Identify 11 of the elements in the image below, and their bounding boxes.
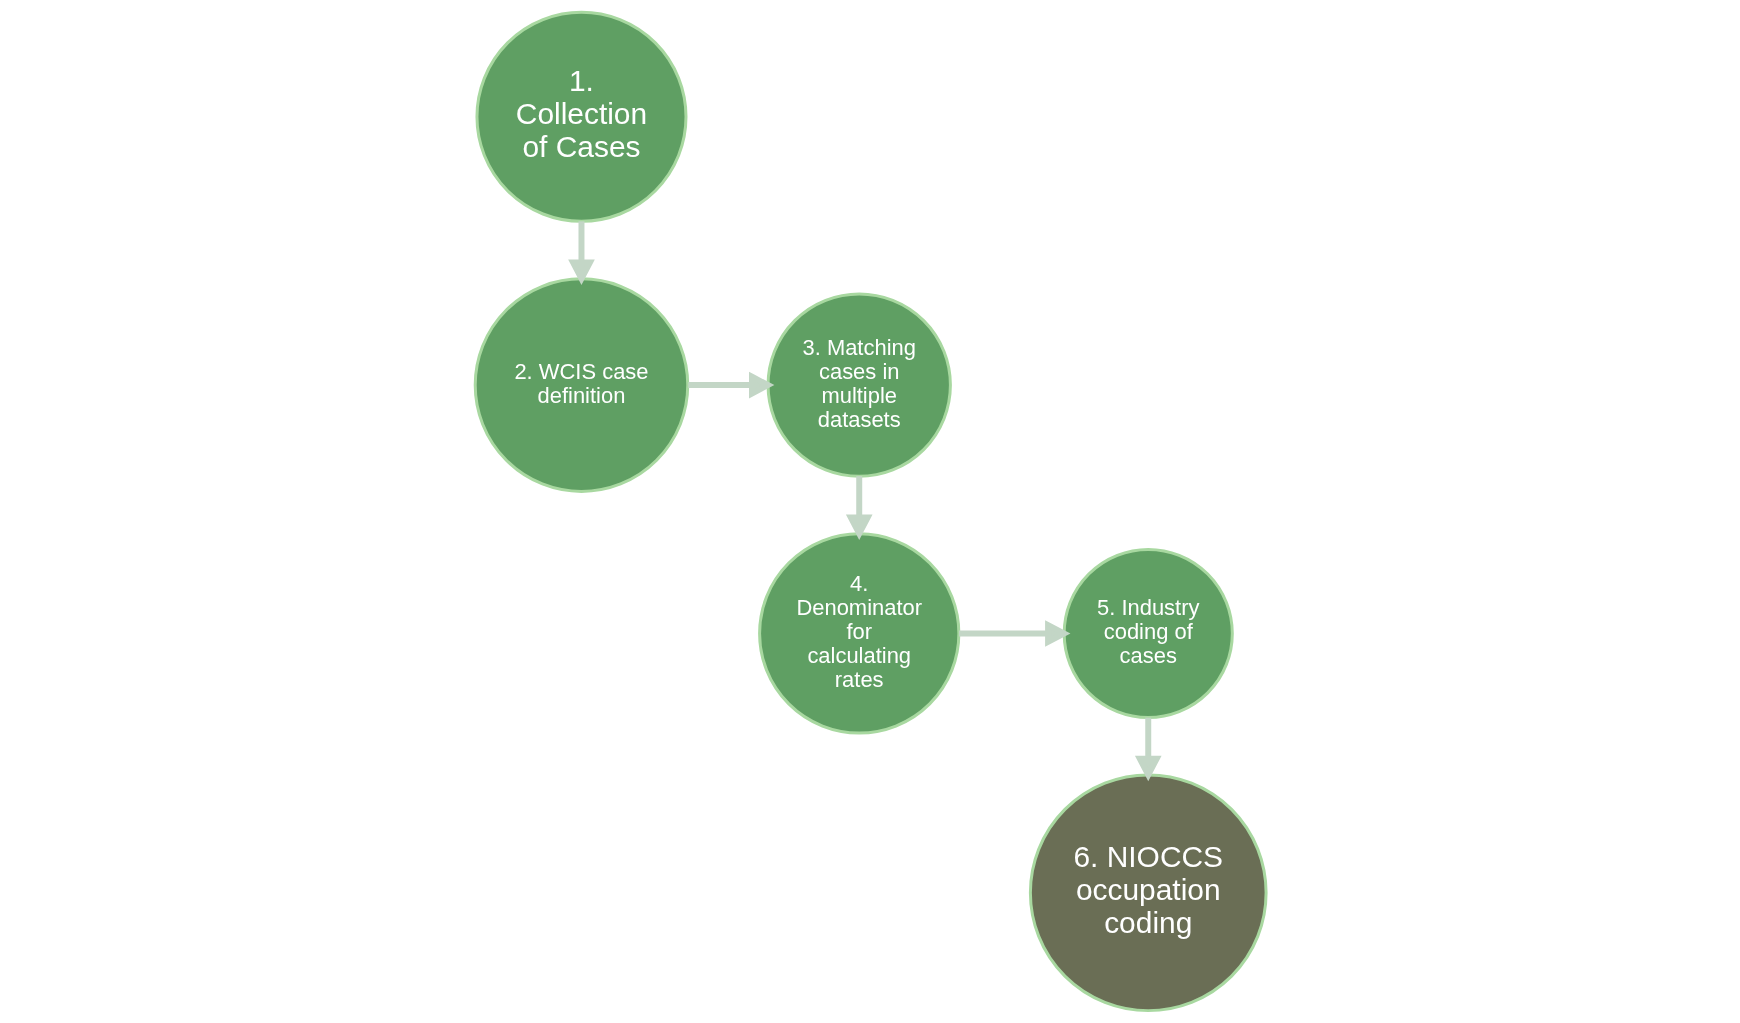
node-circle: 6. NIOCCS occupation coding [1028,773,1268,1013]
node-circle: 5. Industry coding of cases [1062,547,1234,719]
node-circle: 4. Denominator for calculating rates [757,532,960,735]
arrow [1134,717,1162,782]
node-circle: 2. WCIS case definition [473,277,689,493]
arrow [845,476,873,540]
arrow [687,371,774,399]
node-circle: 3. Matching cases in multiple datasets [766,292,952,478]
arrow [958,620,1070,647]
arrow [567,221,595,285]
node-circle: 1. Collection of Cases [474,10,687,223]
